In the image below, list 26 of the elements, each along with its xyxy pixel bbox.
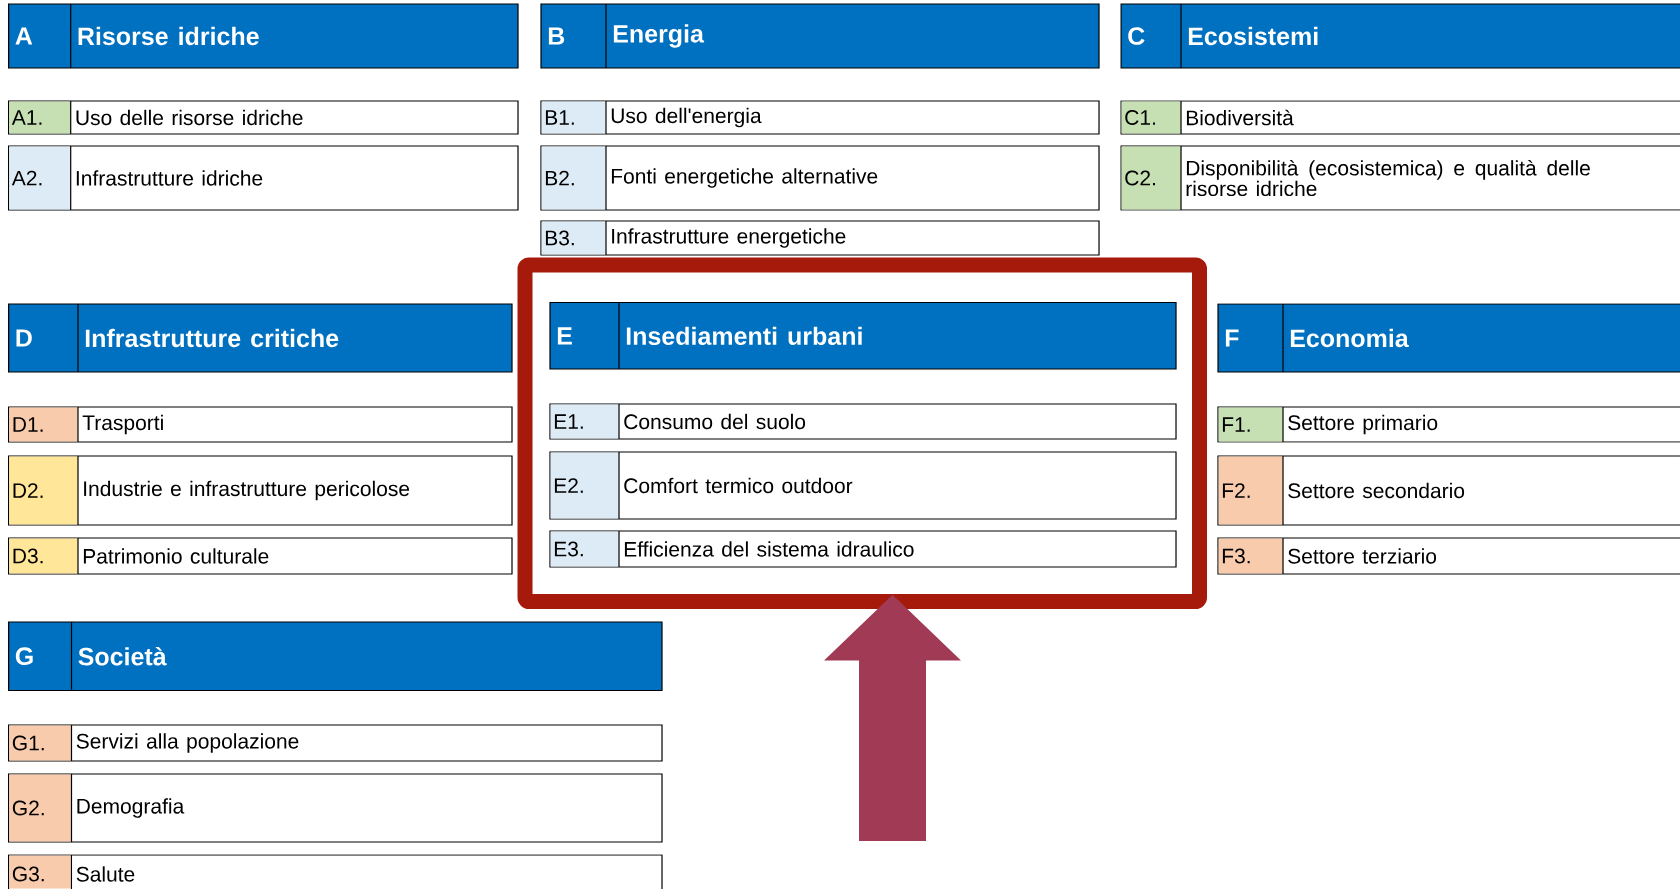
category-header: A Risorse idriche [8, 3, 519, 69]
category-row: E3. Efficienza del sistema idraulico [549, 530, 1177, 568]
category-header: E Insediamenti urbani [549, 301, 1177, 370]
category-row: D1. Trasporti [8, 406, 513, 443]
category-row: A2. Infrastrutture idriche [8, 145, 519, 211]
category-row: D2. Industrie e infrastrutture pericolose [8, 455, 513, 526]
category-row: F2. Settore secondario [1217, 455, 1680, 526]
category-row: B2. Fonti energetiche alternative [540, 145, 1100, 211]
category-row: E1. Consumo del suolo [549, 403, 1177, 440]
category-header: G Società [8, 621, 663, 692]
category-header: C Ecosistemi [1120, 3, 1680, 69]
category-row: C1. Biodiversità [1120, 100, 1680, 135]
category-header: D Infrastrutture critiche [8, 303, 513, 373]
category-row: F1. Settore primario [1217, 406, 1680, 443]
category-row: A1. Uso delle risorse idriche [8, 100, 519, 135]
category-row: F3. Settore terziario [1217, 537, 1680, 575]
category-row: B1. Uso dell'energia [540, 100, 1100, 135]
category-row: C2. Disponibilità (ecosistemica) e qualità delle risorse idriche [1120, 145, 1680, 211]
category-header: F Economia [1217, 303, 1680, 373]
category-header: B Energia [540, 3, 1100, 69]
category-row: E2. Comfort termico outdoor [549, 451, 1177, 520]
category-row: G3. Salute [8, 854, 663, 889]
category-row: B3. Infrastrutture energetiche [540, 220, 1100, 256]
category-row: D3. Patrimonio culturale [8, 537, 513, 575]
category-row: G2. Demografia [8, 773, 663, 843]
category-row: G1. Servizi alla popolazione [8, 724, 663, 762]
